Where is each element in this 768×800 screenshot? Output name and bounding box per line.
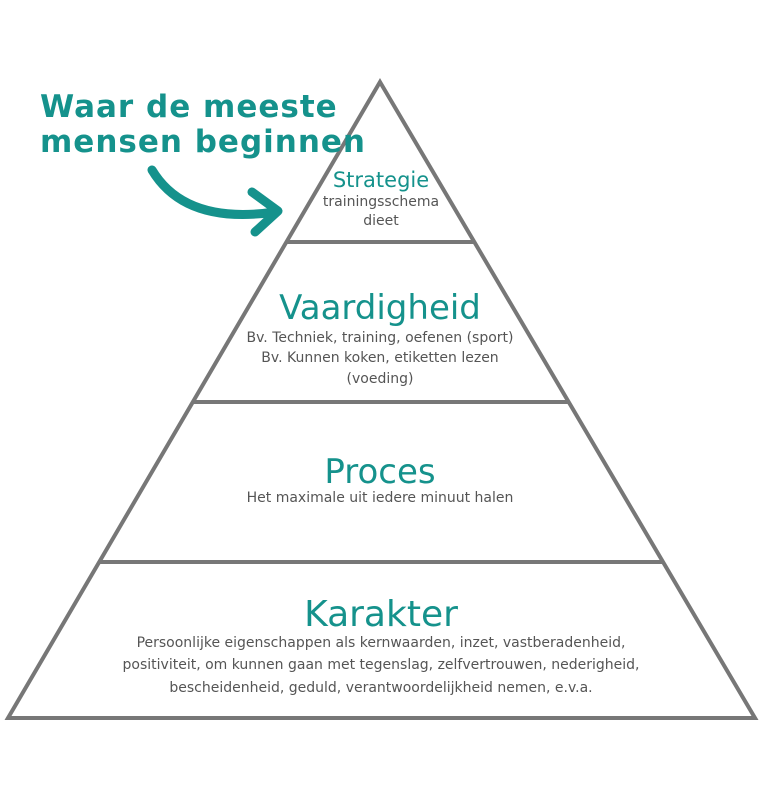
annotation-line: mensen beginnen (40, 124, 366, 160)
level-line: Persoonlijke eigenschappen als kernwaard… (137, 635, 626, 651)
level-title: Vaardigheid (279, 288, 481, 328)
level-title: Karakter (304, 594, 458, 635)
curved-arrow-icon (147, 165, 283, 237)
level-strategie: Strategie trainingsschema dieet (323, 168, 439, 229)
level-line: dieet (363, 213, 399, 229)
level-line: trainingsschema (323, 194, 439, 210)
level-title: Proces (324, 452, 435, 492)
level-line: Het maximale uit iedere minuut halen (247, 490, 514, 506)
level-line: bescheidenheid, geduld, verantwoordelijk… (169, 680, 592, 696)
level-line: Bv. Techniek, training, oefenen (sport) (246, 330, 513, 346)
level-vaardigheid: Vaardigheid Bv. Techniek, training, oefe… (246, 288, 513, 387)
pyramid-outline (4, 78, 759, 720)
level-title: Strategie (333, 168, 429, 192)
level-line: positiviteit, om kunnen gaan met tegensl… (123, 657, 640, 673)
annotation-line: Waar de meeste (40, 89, 338, 125)
level-karakter: Karakter Persoonlijke eigenschappen als … (123, 594, 640, 696)
level-proces: Proces Het maximale uit iedere minuut ha… (247, 452, 514, 506)
level-line: (voeding) (347, 371, 414, 387)
level-line: Bv. Kunnen koken, etiketten lezen (261, 350, 498, 366)
annotation: Waar de meeste mensen beginnen (40, 89, 366, 237)
